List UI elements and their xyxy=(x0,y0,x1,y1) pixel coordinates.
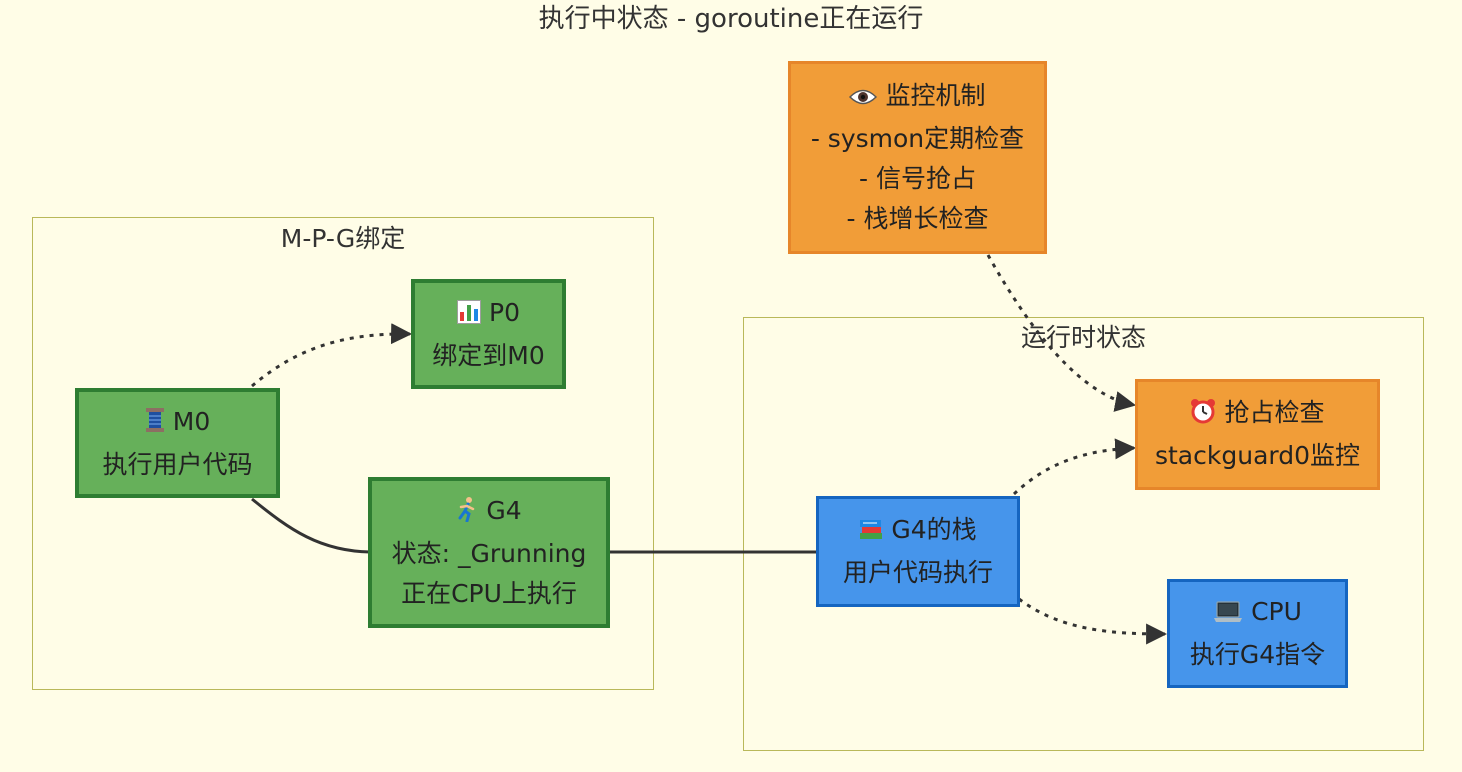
node-monitor: 监控机制 - sysmon定期检查 - 信号抢占 - 栈增长检查 xyxy=(788,61,1047,254)
cpu-title: CPU xyxy=(1251,597,1302,626)
g4-desc: 正在CPU上执行 xyxy=(401,579,577,608)
stack-desc: 用户代码执行 xyxy=(842,558,993,587)
m0-desc: 执行用户代码 xyxy=(102,449,253,479)
preempt-title: 抢占检查 xyxy=(1224,398,1325,427)
node-p0: P0 绑定到M0 xyxy=(411,279,566,389)
monitor-item-sysmon: - sysmon定期检查 xyxy=(810,124,1025,153)
bar-chart-icon xyxy=(457,296,481,336)
p0-title: P0 xyxy=(489,297,520,327)
thread-spool-icon xyxy=(145,405,165,445)
preempt-desc: stackguard0监控 xyxy=(1154,441,1361,470)
p0-desc: 绑定到M0 xyxy=(432,340,545,370)
books-icon xyxy=(859,513,883,553)
m0-title: M0 xyxy=(172,406,211,436)
node-g4: G4 状态: _Grunning 正在CPU上执行 xyxy=(368,477,610,628)
eye-icon xyxy=(849,79,878,119)
g4-title: G4 xyxy=(486,496,522,525)
cpu-desc: 执行G4指令 xyxy=(1189,640,1326,669)
cluster-runtime-label: 运行时状态 xyxy=(1020,323,1146,352)
node-g4-stack: G4的栈 用户代码执行 xyxy=(816,496,1020,607)
laptop-icon xyxy=(1213,595,1243,635)
node-cpu: CPU 执行G4指令 xyxy=(1167,579,1348,688)
runner-icon xyxy=(456,494,478,534)
node-preempt-check: 抢占检查 stackguard0监控 xyxy=(1135,379,1380,490)
monitor-title: 监控机制 xyxy=(885,81,986,110)
alarm-clock-icon xyxy=(1190,396,1216,436)
monitor-item-stack: - 栈增长检查 xyxy=(846,204,989,233)
stack-title: G4的栈 xyxy=(891,515,977,544)
diagram-title: 执行中状态 - goroutine正在运行 xyxy=(538,4,924,34)
g4-status: 状态: _Grunning xyxy=(391,539,587,568)
cluster-mpg-binding: M-P-G绑定 xyxy=(32,217,654,690)
cluster-mpg-label: M-P-G绑定 xyxy=(280,224,406,253)
node-m0: M0 执行用户代码 xyxy=(75,388,280,498)
monitor-item-signal: - 信号抢占 xyxy=(859,164,976,193)
